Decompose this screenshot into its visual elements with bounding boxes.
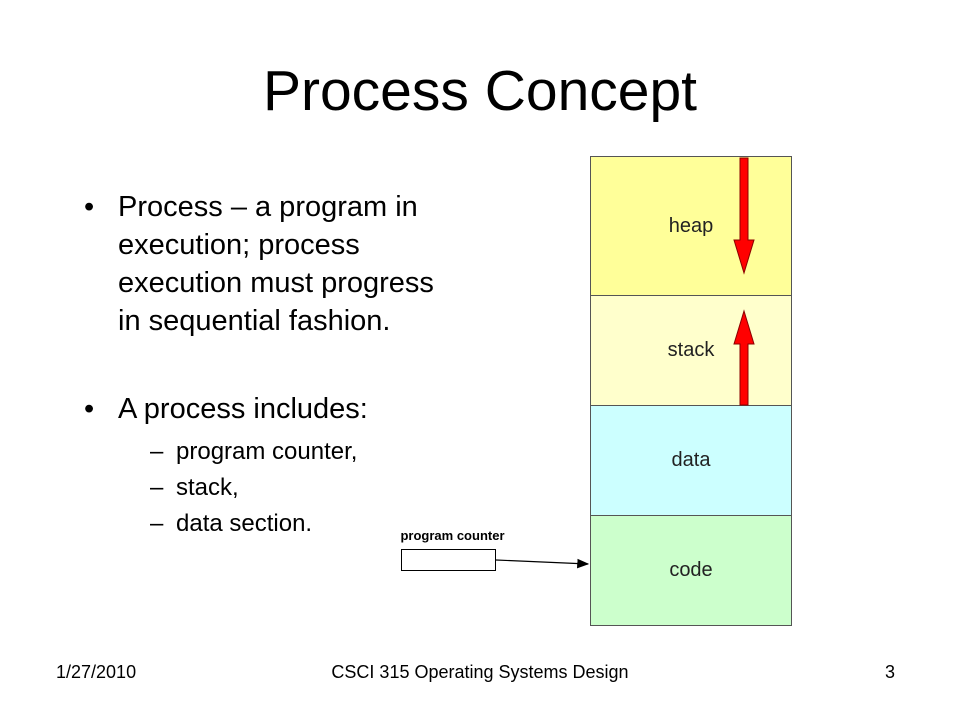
stack-growth-arrow-icon [733, 309, 755, 406]
sub-item-text: data section. [176, 510, 313, 537]
bullet-list: • Process – a program in execution; proc… [80, 188, 460, 542]
heap-growth-arrow-icon [733, 157, 755, 275]
bullet-text: Process – a program in execution; proces… [118, 191, 434, 337]
process-memory-diagram: heap stack data code [590, 156, 792, 626]
sub-item-program-counter: – program counter, [150, 434, 460, 470]
dash-marker: – [150, 474, 164, 501]
bullet-process-definition: • Process – a program in execution; proc… [80, 188, 460, 340]
data-segment: data [590, 405, 792, 516]
program-counter-register [401, 549, 496, 571]
footer-page-number: 3 [885, 662, 896, 682]
sub-item-text: stack, [176, 474, 239, 501]
bullet-marker: • [84, 393, 95, 425]
sub-item-stack: – stack, [150, 470, 460, 506]
footer-date: 1/27/2010 [56, 662, 137, 682]
bullet-text: A process includes: [118, 393, 368, 425]
sub-item-text: program counter, [176, 438, 358, 465]
heap-segment: heap [590, 156, 792, 296]
bullet-process-includes: • A process includes: [80, 390, 460, 428]
dash-marker: – [150, 510, 164, 537]
program-counter-label: program counter [400, 528, 505, 543]
sub-item-data-section: – data section. [150, 506, 460, 542]
dash-marker: – [150, 438, 164, 465]
footer-course: CSCI 315 Operating Systems Design [331, 662, 629, 682]
stack-segment: stack [590, 295, 792, 406]
code-segment: code [590, 515, 792, 626]
sub-list: – program counter, – stack, – data secti… [80, 434, 460, 542]
bullet-marker: • [84, 191, 95, 223]
slide-title: Process Concept [262, 59, 698, 123]
program-counter-pointer-icon [495, 558, 590, 569]
